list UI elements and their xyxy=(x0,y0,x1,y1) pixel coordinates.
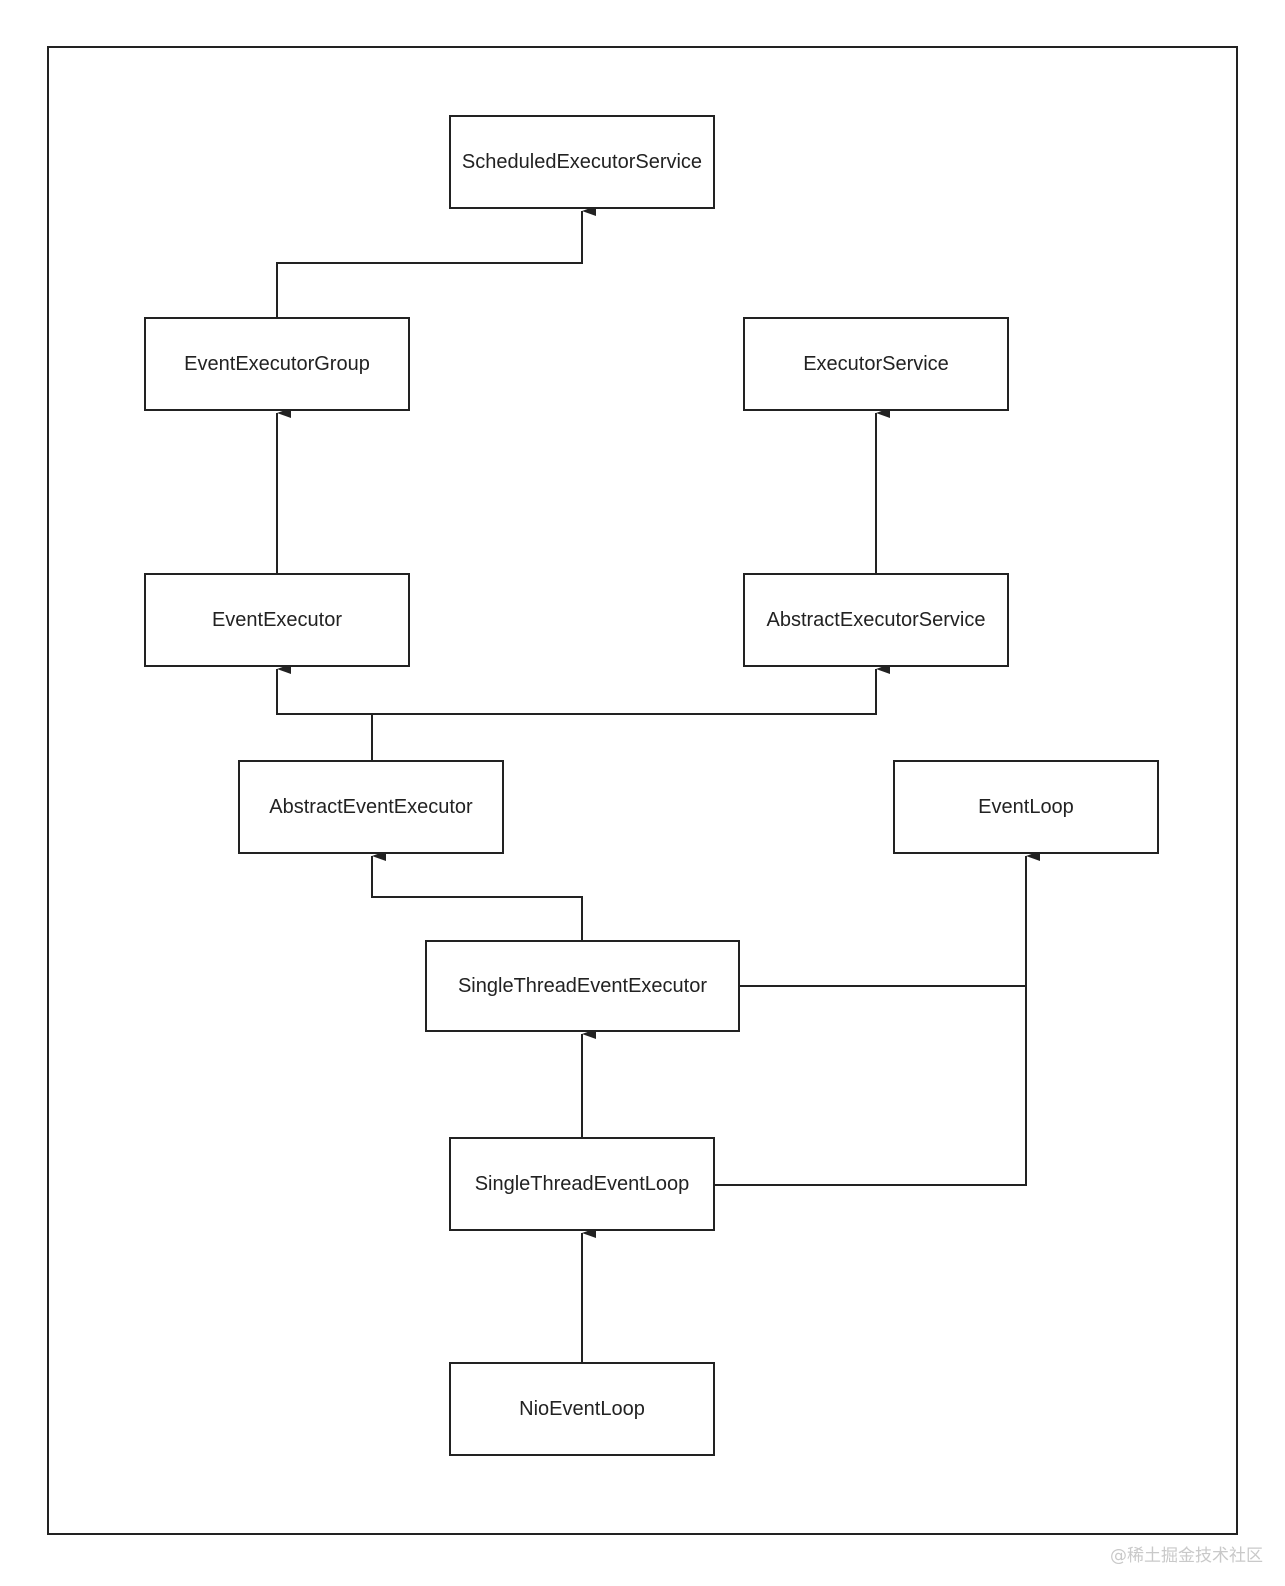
node-abstract-executor-service: AbstractExecutorService xyxy=(743,573,1009,667)
node-single-thread-event-executor: SingleThreadEventExecutor xyxy=(425,940,740,1032)
node-abstract-event-executor: AbstractEventExecutor xyxy=(238,760,504,854)
node-nio-event-loop: NioEventLoop xyxy=(449,1362,715,1456)
node-event-executor: EventExecutor xyxy=(144,573,410,667)
node-executor-service: ExecutorService xyxy=(743,317,1009,411)
node-event-executor-group: EventExecutorGroup xyxy=(144,317,410,411)
node-scheduled-executor-service: ScheduledExecutorService xyxy=(449,115,715,209)
node-event-loop: EventLoop xyxy=(893,760,1159,854)
diagram-frame xyxy=(47,46,1238,1535)
watermark: @稀土掘金技术社区 xyxy=(1110,1546,1263,1566)
node-single-thread-event-loop: SingleThreadEventLoop xyxy=(449,1137,715,1231)
